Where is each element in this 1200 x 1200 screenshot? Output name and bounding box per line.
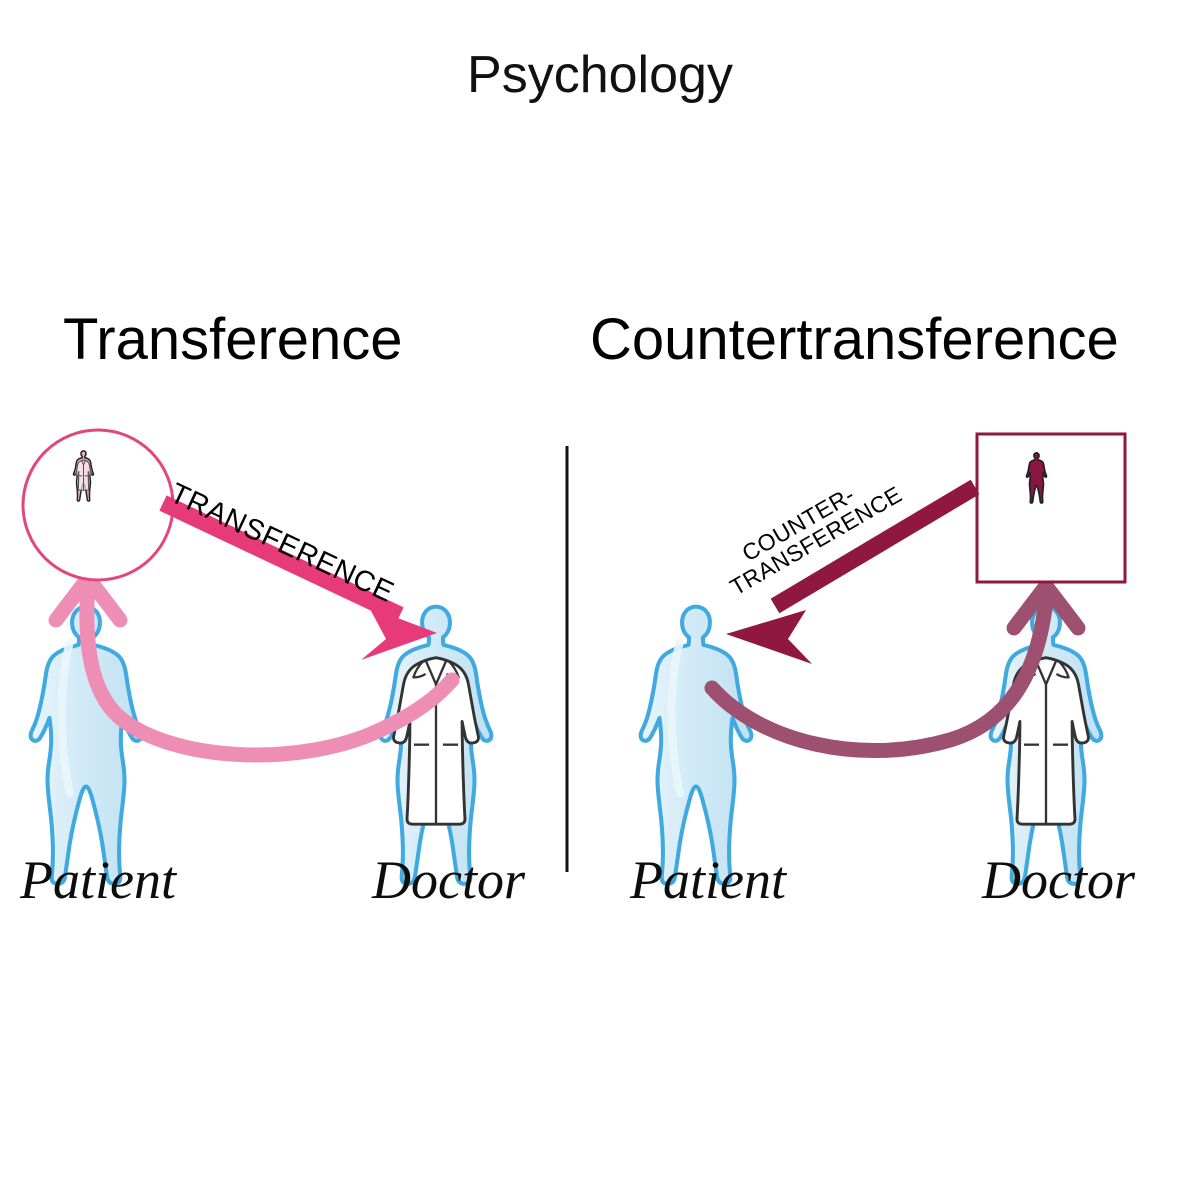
label-doctor-right: Doctor bbox=[981, 850, 1136, 910]
panel-transference: TRANSFERENCE Patient Doctor bbox=[19, 428, 526, 910]
label-patient-right: Patient bbox=[629, 850, 788, 910]
label-doctor-left: Doctor bbox=[371, 850, 526, 910]
countertransference-curve-arrow bbox=[704, 578, 1086, 758]
arrow-label-transference: TRANSFERENCE bbox=[165, 477, 399, 609]
transference-straight-arrow bbox=[159, 495, 437, 660]
transference-curve-arrow bbox=[48, 570, 460, 763]
panel-countertransference: COUNTER- TRANSFERENCE Patient Doctor bbox=[629, 432, 1136, 910]
badge-circle-projection-left bbox=[21, 428, 175, 582]
figure-patient-right bbox=[641, 607, 752, 884]
figure-patient-left bbox=[31, 607, 142, 884]
page-title: Psychology bbox=[467, 46, 733, 104]
panel-heading-countertransference: Countertransference bbox=[590, 307, 1119, 372]
label-patient-left: Patient bbox=[19, 850, 178, 910]
badge-square-projection-right bbox=[975, 432, 1127, 584]
figure-doctor-left bbox=[381, 607, 492, 884]
figure-doctor-right bbox=[991, 607, 1102, 884]
countertransference-straight-arrow bbox=[726, 479, 980, 664]
panel-heading-transference: Transference bbox=[63, 307, 403, 372]
